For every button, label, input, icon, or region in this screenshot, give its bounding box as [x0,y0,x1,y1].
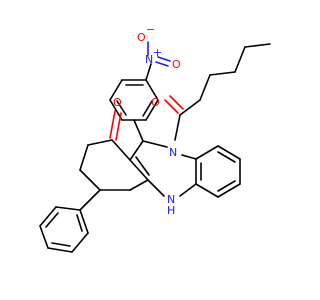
bond-nh-c [147,179,165,197]
amine-hydrogen-label: H [167,204,175,217]
bond [87,139,113,146]
double-bond-inner [142,100,153,117]
bond-c-nh [179,183,197,197]
ketone-double-bond [115,112,122,141]
nitro-oxygen-charge: − [146,23,155,36]
bond [79,209,89,234]
diazepine-ring [129,140,197,197]
ketone-oxygen-label: O [113,96,122,109]
nitro-oxygen-top-label: O [137,31,146,44]
amide-nitrogen-label: N [169,146,177,159]
bond-c-n [145,63,152,81]
bond [79,169,101,191]
bond [179,99,201,116]
amine-nitrogen-label: N [167,193,175,206]
double-bond-inner [76,214,83,232]
acyl-double-bond [164,99,179,114]
phenyl-ring [39,206,89,253]
double-bond-inner [217,180,236,192]
nitro-nitrogen-charge: + [153,46,162,59]
molecule-canvas: N + O − O [39,23,271,253]
bond [109,79,123,101]
nitro-oxygen-right-label: O [172,58,181,71]
bond [47,247,73,253]
double-bond-inner [135,156,150,176]
acyl-double-bond [169,95,184,110]
bond [217,183,241,198]
bond [79,144,89,171]
double-bond-inner [116,100,127,116]
nitro-nitrogen-label: N [145,53,153,66]
acyl-oxygen-label: O [151,96,160,109]
bond [209,71,236,76]
molecule-structure: N + O − O [39,23,271,253]
double-bond-inner [51,242,71,247]
bond [39,206,57,227]
bond [39,225,49,249]
bond [129,140,144,161]
bond-aryl-ch [133,119,144,142]
bond [71,232,89,253]
bond [145,79,159,101]
bond [195,145,219,160]
hexanoyl-chain [164,43,271,141]
double-bond-inner [45,212,59,228]
bond [111,139,131,161]
double-bond-inner [217,151,236,163]
bond [129,159,149,181]
bond-n-o-double [157,56,171,62]
ketone-double-bond [109,110,116,139]
bond [142,140,168,148]
benzo-ring [195,145,241,198]
bond-phenyl [79,189,101,211]
bond [145,99,159,121]
nitro-group: N + O − O [137,23,181,81]
bond [244,43,271,48]
bond [195,183,219,198]
bond [55,206,81,211]
bond [217,145,241,160]
bond [199,74,211,101]
bond [234,46,246,73]
bond-n-c [181,154,197,160]
bond-n-co [174,114,181,141]
cyclohexenone-ring [79,110,149,191]
bond-n-o-double [155,61,169,67]
bond [129,179,149,191]
